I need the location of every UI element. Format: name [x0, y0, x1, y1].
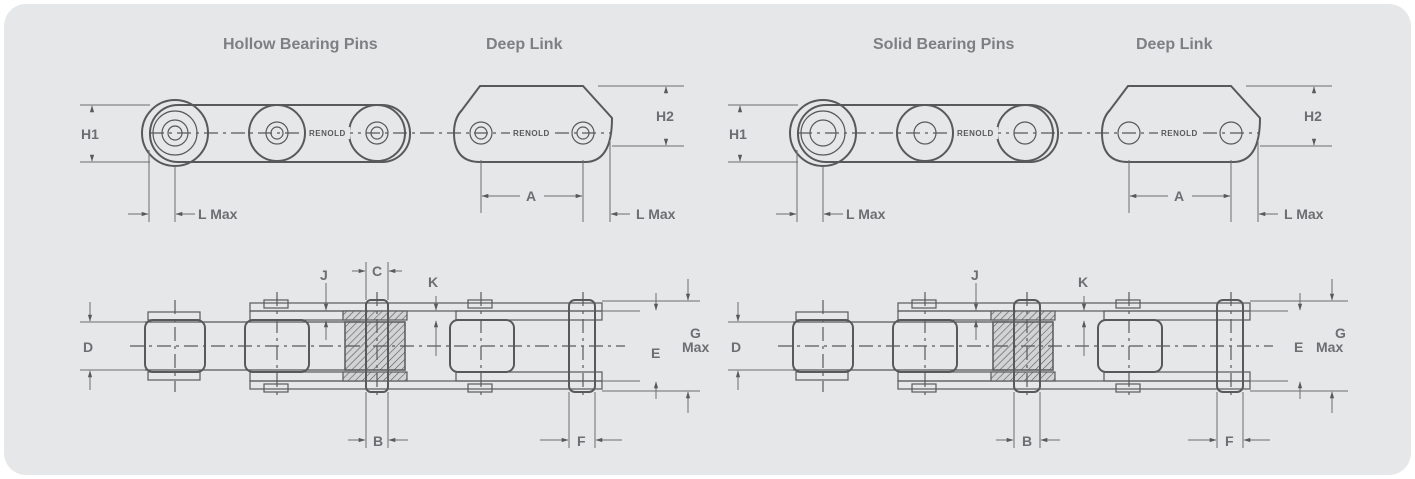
dim-b: B [348, 392, 408, 449]
dim-l-max-left: L Max [776, 150, 886, 222]
svg-text:A: A [1174, 188, 1184, 204]
heading-deep-link-left: Deep Link [486, 36, 563, 53]
plan-view-solid [778, 292, 1273, 400]
dim-a: A [480, 160, 584, 213]
svg-text:B: B [373, 433, 383, 449]
dim-f: F [1188, 392, 1270, 449]
dim-h2: H2 [598, 85, 684, 147]
svg-text:E: E [651, 345, 660, 361]
panel-hollow-pins: RENOLD RENOLD H1 H2 A [80, 85, 709, 449]
dim-c: C [352, 262, 402, 300]
svg-text:F: F [577, 433, 586, 449]
dim-l-max-right: L Max [1230, 140, 1324, 222]
dim-h2: H2 [1246, 85, 1332, 147]
svg-text:H1: H1 [729, 126, 747, 142]
brand-text: RENOLD [957, 129, 994, 138]
side-view-hollow: RENOLD RENOLD [141, 85, 614, 167]
svg-text:L Max: L Max [846, 206, 886, 222]
dim-d: D [80, 302, 145, 390]
diagram-panel [4, 4, 1411, 475]
dim-k: K [428, 274, 438, 356]
dim-l-max-left: L Max [128, 150, 238, 222]
svg-text:D: D [731, 339, 741, 355]
svg-text:K: K [428, 274, 438, 290]
svg-text:A: A [526, 188, 536, 204]
side-view-solid: RENOLD RENOLD [789, 85, 1262, 167]
svg-text:H1: H1 [81, 126, 99, 142]
brand-text: RENOLD [309, 129, 346, 138]
svg-text:H2: H2 [1304, 108, 1322, 124]
svg-text:L Max: L Max [1284, 206, 1324, 222]
svg-text:D: D [83, 339, 93, 355]
svg-text:Max: Max [1316, 339, 1343, 355]
svg-text:H2: H2 [656, 108, 674, 124]
dim-k: K [1078, 274, 1088, 356]
svg-text:Max: Max [682, 339, 709, 355]
dim-a: A [1128, 160, 1232, 213]
heading-solid-bearing-pins: Solid Bearing Pins [873, 36, 1015, 53]
dim-h1: H1 [728, 104, 798, 163]
panel-solid-pins: RENOLD RENOLD H1 H2 A [728, 85, 1348, 449]
svg-text:G: G [690, 325, 701, 341]
svg-text:G: G [1335, 325, 1346, 341]
dim-g-max: G Max [602, 279, 709, 413]
svg-text:F: F [1225, 433, 1234, 449]
heading-hollow-bearing-pins: Hollow Bearing Pins [223, 36, 378, 53]
brand-text: RENOLD [1161, 129, 1198, 138]
svg-text:J: J [320, 267, 328, 283]
heading-deep-link-right: Deep Link [1136, 36, 1213, 53]
brand-text: RENOLD [513, 129, 550, 138]
svg-text:L Max: L Max [198, 206, 238, 222]
dim-j: J [320, 267, 329, 340]
svg-text:K: K [1078, 274, 1088, 290]
dim-h1: H1 [80, 104, 150, 163]
svg-text:L Max: L Max [636, 206, 676, 222]
dim-j: J [971, 267, 979, 340]
plan-view-hollow [130, 292, 625, 400]
dim-d: D [728, 302, 793, 390]
dim-f: F [540, 392, 622, 449]
svg-text:C: C [372, 263, 382, 279]
dim-g-max: G Max [1250, 279, 1348, 413]
svg-text:B: B [1022, 433, 1032, 449]
dim-b: B [996, 392, 1060, 449]
dim-l-max-right: L Max [582, 140, 676, 222]
svg-text:J: J [971, 267, 979, 283]
svg-text:E: E [1294, 339, 1303, 355]
